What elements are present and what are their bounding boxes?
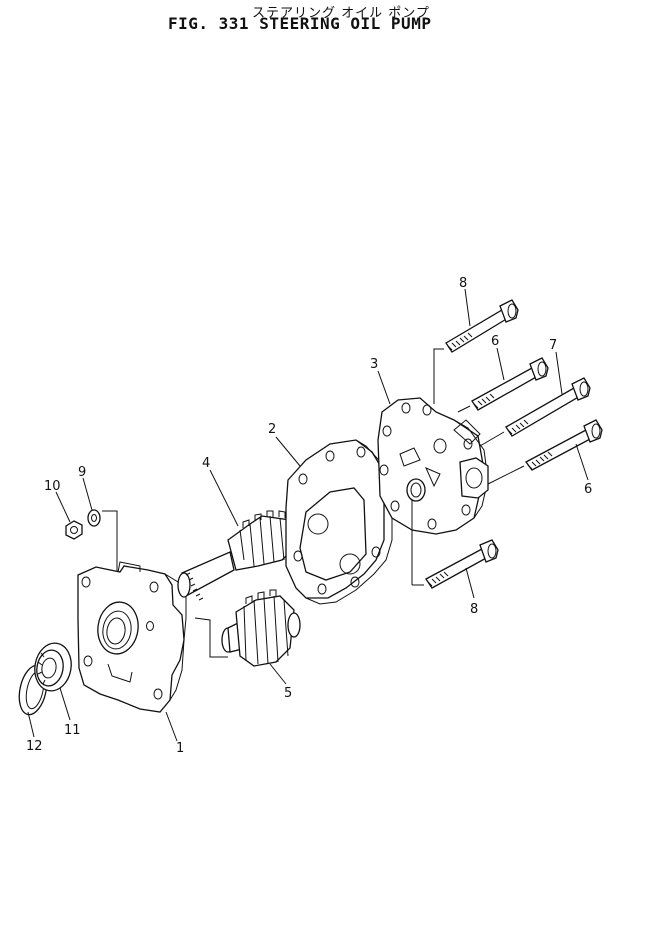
callout-3: 3 [370, 357, 378, 372]
part-8-bolt-upper [445, 299, 519, 353]
part-6-bolt-upper [471, 357, 549, 411]
figure-title-japanese: ステアリング オイル ポンプ [252, 6, 430, 21]
bolt-6-lower-guide [487, 465, 525, 485]
part-8-bolt-lower [425, 539, 499, 589]
callout-10: 10 [44, 479, 61, 494]
part-7-long-bolt [505, 377, 591, 437]
callout-4: 4 [202, 456, 210, 471]
callout-5: 5 [284, 686, 292, 701]
callout-8-lower: 8 [470, 602, 478, 617]
part-6-bolt-lower [525, 419, 603, 471]
callout-11: 11 [64, 723, 81, 738]
callout-1: 1 [176, 741, 184, 756]
gear-bore-line [194, 617, 228, 658]
callout-12: 12 [26, 739, 43, 754]
part-3-rear-cover [377, 397, 489, 535]
figure-title: FIG. 331 STEERING OIL PUMP [168, 14, 432, 33]
callout-6-upper: 6 [491, 334, 499, 349]
part-10-nut [65, 520, 83, 540]
part-1-front-cover [77, 561, 187, 713]
bolt-8-upper-guide [433, 348, 444, 404]
callout-7: 7 [549, 338, 557, 353]
part-9-washer [87, 509, 101, 527]
bolt-8-lower-guide [411, 500, 424, 586]
bolt-7-guide [479, 431, 505, 447]
callout-8-upper: 8 [459, 276, 467, 291]
bolt-6-upper-guide [457, 405, 471, 413]
callout-9: 9 [78, 465, 86, 480]
part-11-bearing [34, 642, 72, 692]
callout-leaders [27, 288, 589, 742]
callout-2: 2 [268, 422, 276, 437]
part-2-gear-housing [285, 439, 393, 605]
callout-6-lower: 6 [584, 482, 592, 497]
part-5-driven-gear [221, 589, 301, 667]
stud-guide [102, 510, 118, 575]
